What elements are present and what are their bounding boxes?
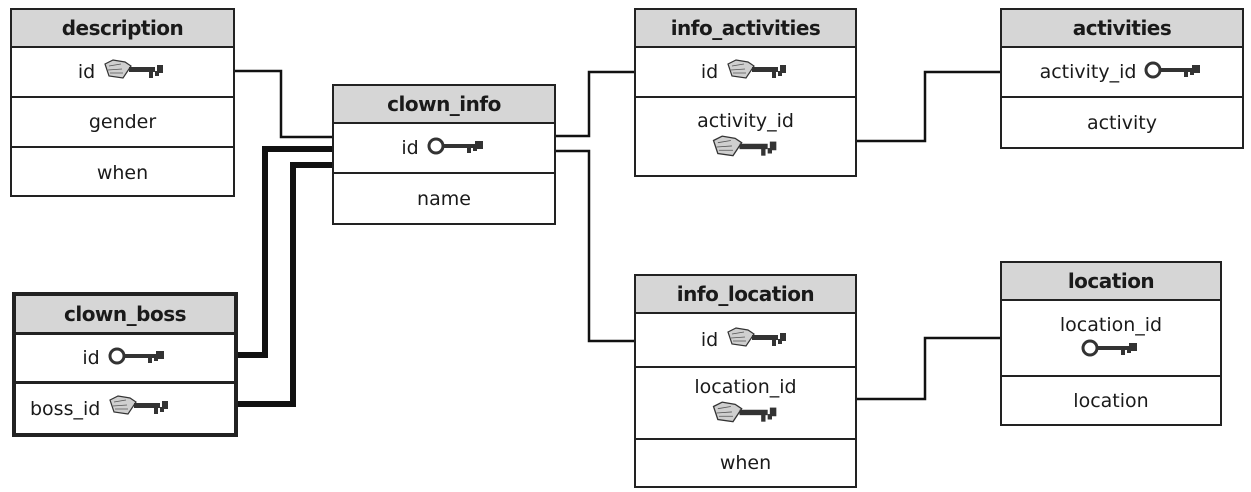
field-label: location_id (1059, 313, 1163, 336)
line-clowninfo-infoactivities (535, 67, 666, 138)
foreign-key-icon (710, 134, 782, 165)
foreign-key-icon (726, 326, 790, 355)
table-location: location location_id location (1000, 261, 1222, 426)
field-row: activity (1086, 111, 1158, 134)
field-row: name (417, 187, 471, 210)
table-title: info_location (636, 276, 855, 314)
table-title: info_activities (636, 10, 855, 48)
line-location-infolocation (827, 336, 1022, 404)
field-label: id (77, 61, 96, 83)
field-row: id (636, 314, 855, 368)
field-row: gender (12, 98, 233, 148)
table-description: description id gender when (10, 8, 235, 197)
field-label: id (700, 329, 719, 351)
field-row: boss_id (16, 384, 234, 433)
field-row: location (1073, 389, 1149, 412)
field-label: activity_id (1039, 61, 1137, 83)
primary-key-icon (108, 346, 168, 371)
table-clown-info: clown_info id name (332, 84, 556, 225)
foreign-key-icon (108, 394, 172, 423)
primary-key-icon (1144, 60, 1204, 85)
table-activities: activities activity_id activity (1000, 8, 1244, 149)
table-info-activities: info_activities id activity_id (634, 8, 857, 177)
table-title: location (1002, 263, 1220, 301)
field-label: id (82, 347, 100, 369)
table-title: clown_boss (16, 296, 234, 335)
line-clowninfo-description (203, 66, 358, 139)
field-row: id (16, 335, 234, 384)
field-label: id (700, 61, 719, 83)
field-row: id (12, 48, 233, 98)
field-row: id (334, 124, 554, 174)
field-row: activity_id (1002, 48, 1242, 98)
table-clown-boss: clown_boss id boss_id (12, 292, 238, 437)
field-row: when (96, 161, 149, 184)
field-label: id (401, 137, 419, 159)
primary-key-icon (427, 136, 487, 161)
field-label: boss_id (30, 397, 101, 420)
table-title: clown_info (334, 86, 554, 124)
field-row: activity_id (636, 98, 855, 177)
table-title: description (12, 10, 233, 48)
line-clownboss-bossid (206, 162, 358, 415)
table-title: activities (1002, 10, 1242, 48)
line-clowninfo-infolocation (535, 149, 666, 346)
field-row: location_id (636, 368, 855, 440)
field-label: location_id (694, 375, 797, 398)
field-label: activity_id (697, 110, 794, 132)
line-clownboss-id (213, 146, 358, 358)
foreign-key-icon (710, 400, 782, 431)
primary-key-icon (1081, 338, 1141, 363)
line-activities-infoactivities (827, 70, 1022, 146)
table-info-location: info_location id location_id when (634, 274, 857, 488)
field-row: id (636, 48, 855, 98)
foreign-key-icon (726, 58, 790, 87)
field-row: location_id (1002, 301, 1220, 377)
field-row: when (719, 452, 772, 474)
foreign-key-icon (103, 58, 167, 87)
